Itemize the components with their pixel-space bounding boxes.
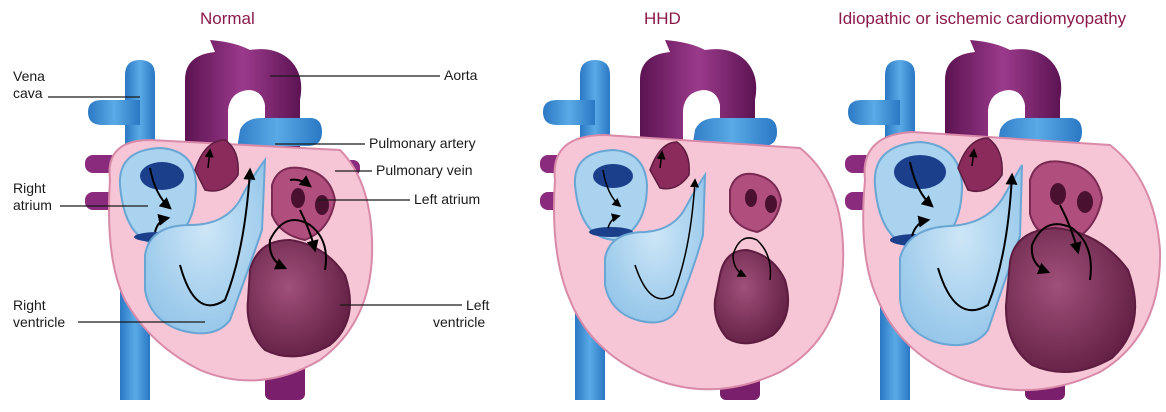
label-pulmonary-vein: Pulmonary vein: [376, 162, 473, 179]
label-left-ventricle-line1: Left: [466, 297, 489, 314]
label-aorta: Aorta: [444, 67, 477, 84]
label-right-ventricle-line2: ventricle: [13, 314, 65, 331]
label-vena-cava-line2: cava: [13, 85, 43, 102]
label-right-atrium-line1: Right: [13, 180, 46, 197]
label-left-ventricle-line2: ventricle: [433, 314, 485, 331]
label-right-ventricle-line1: Right: [13, 297, 46, 314]
heart-normal: [85, 40, 372, 400]
heart-hhd: [540, 40, 843, 400]
heart-cardiomyopathy: [845, 40, 1160, 400]
label-left-atrium: Left atrium: [414, 191, 480, 208]
label-right-atrium-line2: atrium: [13, 197, 52, 214]
label-pulmonary-artery: Pulmonary artery: [369, 135, 476, 152]
label-vena-cava-line1: Vena: [13, 68, 45, 85]
